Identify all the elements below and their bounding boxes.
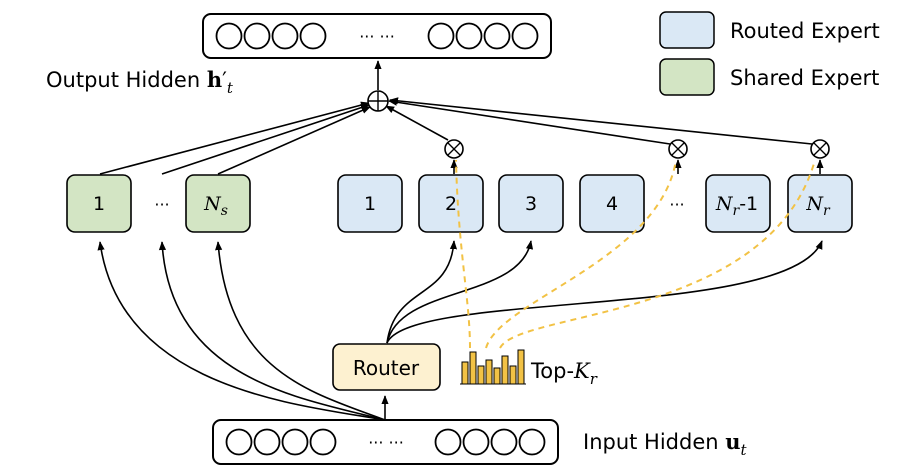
- router-to-expert-connections: [386, 240, 823, 344]
- sum-connections: [99, 60, 813, 175]
- routed-ellipsis: ···: [669, 195, 684, 214]
- input-hidden-vector: ··· ···: [212, 419, 559, 465]
- gating-connections: [455, 159, 816, 349]
- routed-expert-4: 4: [579, 174, 645, 233]
- output-vector-ellipsis: ··· ···: [359, 27, 395, 46]
- output-hidden-label: Output Hidden h′t: [46, 67, 234, 97]
- legend-routed-swatch: [659, 11, 715, 49]
- sum-node: [367, 90, 389, 112]
- multiply-node: [444, 139, 464, 159]
- routed-expert-3: 3: [498, 174, 564, 233]
- legend-shared-swatch: [659, 58, 715, 96]
- routed-expert-1: 1: [337, 174, 403, 233]
- input-to-shared-connections: [97, 241, 386, 421]
- legend-shared-label: Shared Expert: [730, 66, 879, 90]
- routed-expert-3-label: 3: [525, 193, 537, 215]
- routed-expert-1-label: 1: [364, 193, 376, 215]
- shared-ellipsis: ···: [154, 195, 169, 214]
- routed-expert-nr-minus-1: Nr-1: [705, 174, 771, 233]
- shared-expert-ns-label: Ns: [203, 193, 228, 219]
- routed-expert-2-label: 2: [445, 193, 457, 215]
- routed-expert-nr: Nr: [787, 174, 853, 233]
- multiply-node: [668, 139, 688, 159]
- shared-expert-1: 1: [66, 174, 132, 233]
- topk-histogram-icon: [460, 349, 526, 385]
- topk-label: Top-Kr: [530, 359, 598, 388]
- routed-expert-4-label: 4: [606, 193, 618, 215]
- expert-to-multiply-arrows: [450, 159, 824, 174]
- output-hidden-vector: ··· ···: [202, 13, 552, 59]
- routed-expert-2: 2: [418, 174, 484, 233]
- shared-expert-ns: Ns: [185, 174, 251, 233]
- router-box: Router: [332, 343, 441, 391]
- routed-expert-nr-minus-1-label: Nr-1: [715, 193, 758, 219]
- shared-expert-1-label: 1: [93, 193, 105, 215]
- routed-expert-nr-label: Nr: [805, 193, 831, 219]
- multiply-node: [810, 139, 830, 159]
- legend-routed-label: Routed Expert: [730, 19, 880, 43]
- legend: Routed Expert Shared Expert: [659, 11, 880, 96]
- input-hidden-label: Input Hidden ut: [583, 429, 748, 459]
- router-label: Router: [353, 356, 420, 380]
- input-vector-ellipsis: ··· ···: [368, 433, 404, 452]
